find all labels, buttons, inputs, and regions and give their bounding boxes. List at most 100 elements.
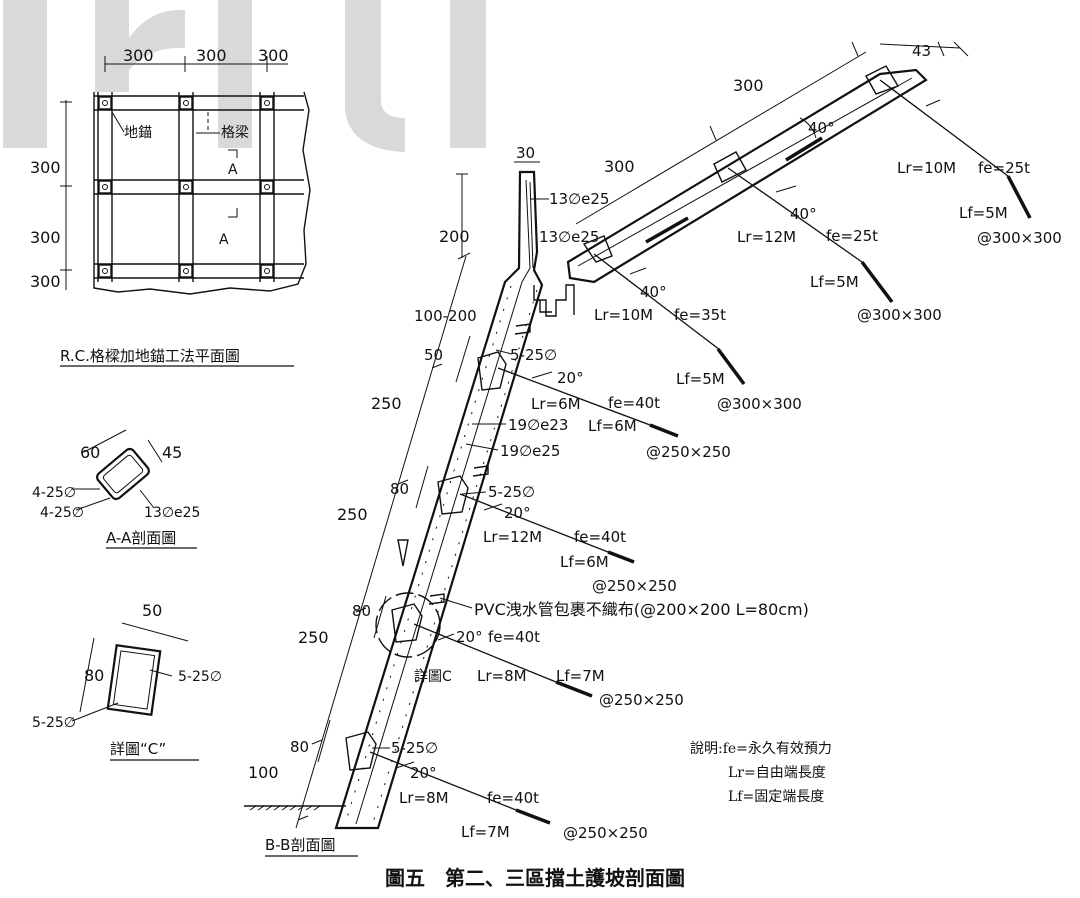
slope-anchor-3-lr: Lr=10M <box>897 159 956 177</box>
anchor-3-spacing: @250×250 <box>599 691 684 709</box>
slope-anchor-2-lr: Lr=12M <box>737 228 796 246</box>
slope-anchor-2-angle: 40° <box>790 205 817 223</box>
c-title: 詳圖“C” <box>110 740 166 758</box>
wall-dim-100-200: 100-200 <box>414 307 477 325</box>
legend-line-2: Lr=自由端長度 <box>728 765 826 781</box>
slope-anchor-1-spacing: @300×300 <box>717 395 802 413</box>
anchor-1-spacing: @250×250 <box>646 443 731 461</box>
anchor-1-fe: fe=40t <box>608 394 660 412</box>
anchor-3-angle: 20° <box>456 628 483 646</box>
slope-anchor-1: 40° Lr=10M fe=35t Lf=5M @300×300 <box>593 253 802 413</box>
slope-anchor-1-fe: fe=35t <box>674 306 726 324</box>
detail-c: 50 80 5-25∅ 5-25∅ 詳圖“C” <box>32 601 222 761</box>
plan-section-mark-top: A <box>228 162 238 178</box>
legend: 說明:fe=永久有效預力 Lr=自由端長度 Lf=固定端長度 <box>690 740 832 805</box>
anchor-2-spacing: @250×250 <box>592 577 677 595</box>
anchor-4-spacing: @250×250 <box>563 824 648 842</box>
anchor-3-fe: fe=40t <box>488 628 540 646</box>
slope-anchor-2-spacing: @300×300 <box>857 306 942 324</box>
wall-pvc-note: PVC洩水管包裹不織布(@200×200 L=80cm) <box>474 600 809 619</box>
slope-anchor-2-lf: Lf=5M <box>810 273 859 291</box>
wall-dim-100: 100 <box>248 763 279 782</box>
wall-dim-top-width: 30 <box>516 144 535 162</box>
grid-beams <box>93 91 311 295</box>
wall-anchors: 20° Lr=6M fe=40t Lf=6M @250×250 20° Lr=1… <box>369 367 731 842</box>
slope-anchor-3-lf: Lf=5M <box>959 204 1008 222</box>
anchor-1-lf: Lf=6M <box>588 417 637 435</box>
slope-anchor-3-spacing: @300×300 <box>977 229 1062 247</box>
aa-bar-top: 4-25∅ <box>32 485 76 501</box>
plan-view: 300 300 300 300 300 300 <box>30 46 311 367</box>
plan-label-anchor: 地錨 <box>124 125 152 141</box>
slope-beam: 300 300 43 40° 40° Lr=10M fe=35t Lf=5M @… <box>566 41 1062 413</box>
c-dim-height: 80 <box>84 666 104 685</box>
slope-anchor-2-fe: fe=25t <box>826 227 878 245</box>
wall-dim-80-b: 80 <box>352 602 371 620</box>
anchor-3-lr: Lr=8M <box>477 667 527 685</box>
anchor-2-lf: Lf=6M <box>560 553 609 571</box>
wall-anchor-3: 20° fe=40t Lr=8M Lf=7M @250×250 <box>413 623 684 709</box>
wall-anchor-4: 20° Lr=8M fe=40t Lf=7M @250×250 <box>369 751 648 842</box>
legend-line-1: 說明:fe=永久有效預力 <box>690 740 832 757</box>
plan-left-dim-2: 300 <box>30 228 61 247</box>
anchor-4-fe: fe=40t <box>487 789 539 807</box>
aa-title: A-A剖面圖 <box>106 529 176 547</box>
slope-dim-300-lower: 300 <box>604 157 635 176</box>
plan-left-dim-3: 300 <box>30 272 61 291</box>
plan-top-dim-2: 300 <box>196 46 227 65</box>
anchor-heads <box>98 96 274 278</box>
slope-dim-300-upper: 300 <box>733 76 764 95</box>
plan-title: R.C.格樑加地錨工法平面圖 <box>60 347 240 365</box>
slope-anchor-2: 40° Lr=12M fe=25t Lf=5M @300×300 <box>727 167 942 324</box>
anchor-2-fe: fe=40t <box>574 528 626 546</box>
anchor-3-lf: Lf=7M <box>556 667 605 685</box>
wall-bar-5-25-c: 5-25∅ <box>391 739 438 757</box>
wall-bar-13e25-b: 13∅e25 <box>539 228 599 246</box>
slope-anchor-3-fe: fe=25t <box>978 159 1030 177</box>
plan-left-dim-1: 300 <box>30 158 61 177</box>
anchor-4-lf: Lf=7M <box>461 823 510 841</box>
aa-dim-width: 60 <box>80 443 100 462</box>
plan-top-dim-1: 300 <box>123 46 154 65</box>
wall-bar-19e25: 19∅e25 <box>500 442 560 460</box>
slope-anchor-1-lf: Lf=5M <box>676 370 725 388</box>
wall-bar-13e25-a: 13∅e25 <box>549 190 609 208</box>
wall-bar-5-25-b: 5-25∅ <box>488 483 535 501</box>
c-bar-left: 5-25∅ <box>32 715 76 731</box>
wall-anchor-blocks <box>345 351 507 771</box>
aa-dim-height: 45 <box>162 443 182 462</box>
wall-dim-50: 50 <box>424 346 443 364</box>
retaining-wall: 30 13∅e25 13∅e25 200 100-200 50 250 5-25… <box>244 144 809 857</box>
wall-bar-19e23: 19∅e23 <box>508 416 568 434</box>
plan-top-dim-3: 300 <box>258 46 289 65</box>
wall-anchor-1: 20° Lr=6M fe=40t Lf=6M @250×250 <box>497 367 731 461</box>
aa-stirrup: 13∅e25 <box>144 505 200 521</box>
wall-dim-80-a: 80 <box>390 480 409 498</box>
wall-dim-250-b: 250 <box>337 505 368 524</box>
section-aa: 60 45 4-25∅ 4-25∅ 13∅e25 A-A剖面圖 <box>32 429 200 549</box>
figure-caption: 圖五 第二、三區擋土護坡剖面圖 <box>385 866 685 890</box>
slope-anchor-3: Lr=10M fe=25t Lf=5M @300×300 <box>879 79 1062 247</box>
slope-dim-43: 43 <box>912 42 931 60</box>
slope-angle: 40° <box>808 119 835 137</box>
plan-section-mark-bottom: A <box>219 232 229 248</box>
wall-dim-200: 200 <box>439 227 470 246</box>
anchor-4-angle: 20° <box>410 764 437 782</box>
anchor-4-lr: Lr=8M <box>399 789 449 807</box>
wall-title: B-B剖面圖 <box>265 836 335 854</box>
wall-anchor-2: 20° Lr=12M fe=40t Lf=6M @250×250 <box>459 493 677 595</box>
wall-bar-5-25-a: 5-25∅ <box>510 346 557 364</box>
wall-detail-c-ref: 詳圖C <box>414 669 452 685</box>
anchor-1-lr: Lr=6M <box>531 395 581 413</box>
anchor-2-lr: Lr=12M <box>483 528 542 546</box>
wall-dim-250-c: 250 <box>298 628 329 647</box>
slope-anchor-1-angle: 40° <box>640 283 667 301</box>
legend-line-3: Lf=固定端長度 <box>728 789 824 805</box>
anchor-2-angle: 20° <box>504 504 531 522</box>
c-bar-right: 5-25∅ <box>178 669 222 685</box>
wall-dim-80-c: 80 <box>290 738 309 756</box>
c-dim-width: 50 <box>142 601 162 620</box>
watermark <box>3 0 486 152</box>
plan-label-beam: 格梁 <box>221 125 249 141</box>
